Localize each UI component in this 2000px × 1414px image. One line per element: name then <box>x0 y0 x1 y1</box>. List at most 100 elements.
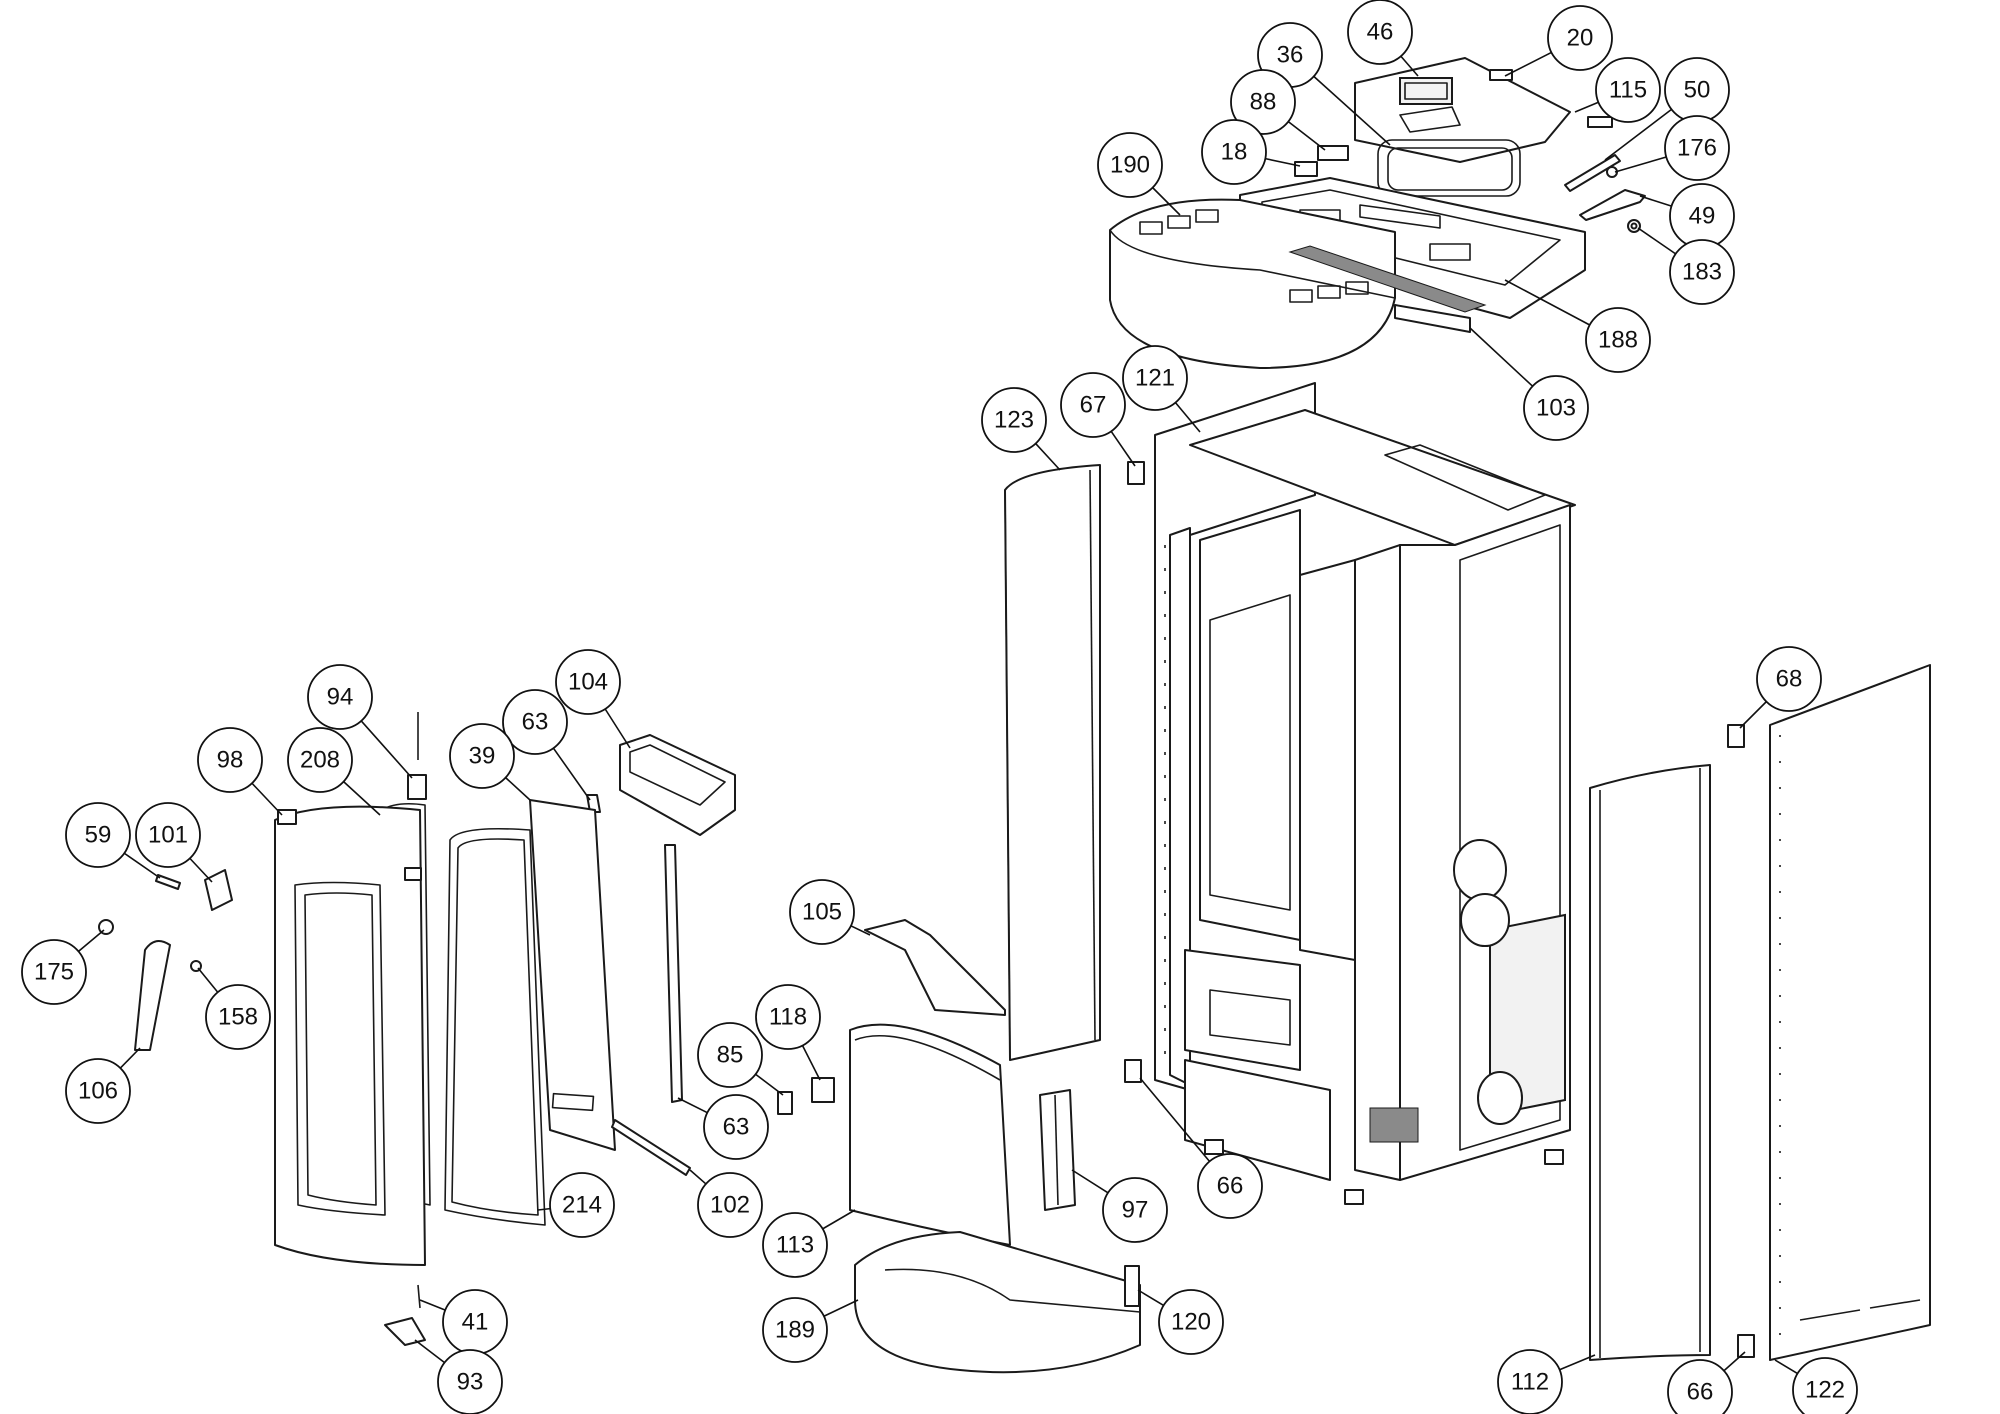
callout-balloon <box>1097 132 1163 198</box>
callout-balloon <box>449 723 515 789</box>
main-body-frame <box>1154 382 1576 1205</box>
leader-line-20 <box>1504 51 1552 77</box>
callout-balloon <box>502 689 568 755</box>
leader-line-63 <box>677 1097 708 1114</box>
callout-115: 115 <box>1595 57 1661 123</box>
clip-68 <box>1727 724 1745 748</box>
side-panel-112 <box>1589 764 1711 1361</box>
burner-assembly <box>1184 949 1301 1071</box>
callout-93: 93 <box>437 1349 503 1414</box>
callout-balloon <box>789 879 855 945</box>
foot <box>1544 1149 1564 1165</box>
leader-line-102 <box>689 1169 707 1185</box>
callout-number: 106 <box>78 1078 118 1105</box>
callout-20: 20 <box>1547 5 1613 71</box>
callout-number: 189 <box>775 1317 815 1344</box>
callout-63: 63 <box>502 689 568 755</box>
vent-grille <box>1369 1107 1419 1143</box>
leader-line-66 <box>1723 1351 1746 1372</box>
callout-number: 85 <box>717 1042 744 1069</box>
callout-balloon <box>762 1212 828 1278</box>
callout-balloon <box>697 1172 763 1238</box>
callout-41: 41 <box>442 1289 508 1355</box>
callout-number: 176 <box>1677 135 1717 162</box>
callout-number: 18 <box>1221 139 1248 166</box>
leader-line-188 <box>1504 279 1591 326</box>
lever-arm-50 <box>1564 154 1621 192</box>
leader-line-189 <box>823 1299 859 1317</box>
callout-balloon <box>1230 69 1296 135</box>
callout-number: 97 <box>1122 1197 1149 1224</box>
gasket-frame-214 <box>444 828 546 1226</box>
clip-66 <box>1124 1059 1142 1083</box>
display-module <box>1399 77 1453 105</box>
callout-number: 68 <box>1776 666 1803 693</box>
side-panel-123 <box>1004 464 1101 1061</box>
callout-balloon <box>697 1022 763 1088</box>
pin-41 <box>417 1284 421 1309</box>
callout-66: 66 <box>1197 1153 1263 1219</box>
top-gasket-ring <box>1377 139 1521 197</box>
callout-balloon <box>981 387 1047 453</box>
leader-line-101 <box>189 857 213 883</box>
callout-number: 122 <box>1805 1377 1845 1404</box>
callout-balloon <box>1201 119 1267 185</box>
leader-line-63 <box>552 747 591 801</box>
callout-balloon <box>1547 5 1613 71</box>
callout-balloon <box>65 802 131 868</box>
callout-balloon <box>755 984 821 1050</box>
callout-number: 94 <box>327 684 354 711</box>
seal-strip-63 <box>664 844 683 1103</box>
clip-120 <box>1124 1265 1140 1307</box>
fan-lower <box>1460 893 1510 947</box>
callout-balloon <box>1102 1177 1168 1243</box>
callout-183: 183 <box>1669 239 1735 305</box>
callout-number: 93 <box>457 1369 484 1396</box>
callout-balloon <box>1523 375 1589 441</box>
callout-122: 122 <box>1792 1357 1858 1414</box>
callout-number: 105 <box>802 899 842 926</box>
leader-line-36 <box>1313 75 1391 146</box>
callout-63: 63 <box>703 1094 769 1160</box>
callout-number: 66 <box>1687 1379 1714 1406</box>
callout-175: 175 <box>21 939 87 1005</box>
callout-88: 88 <box>1230 69 1296 135</box>
clip-118 <box>811 1077 835 1103</box>
rod-102 <box>611 1119 691 1176</box>
callout-49: 49 <box>1669 183 1735 249</box>
base-cover-189 <box>854 1231 1141 1374</box>
foot <box>1344 1189 1364 1205</box>
leader-line-103 <box>1469 327 1534 387</box>
hinge-bracket-20 <box>1489 69 1513 81</box>
callout-balloon <box>762 1297 828 1363</box>
leader-line-50 <box>1604 108 1673 161</box>
duct-104 <box>619 734 736 836</box>
bracket-105 <box>864 919 1006 1016</box>
callout-balloon <box>1497 1349 1563 1414</box>
clip-67 <box>1127 461 1145 485</box>
callout-120: 120 <box>1158 1289 1224 1355</box>
callout-number: 113 <box>776 1232 814 1259</box>
callout-balloon <box>21 939 87 1005</box>
callout-102: 102 <box>697 1172 763 1238</box>
callout-113: 113 <box>762 1212 828 1278</box>
callout-number: 188 <box>1598 327 1638 354</box>
callout-balloon <box>1585 307 1651 373</box>
callout-number: 98 <box>217 747 244 774</box>
callout-balloon <box>555 649 621 715</box>
callout-94: 94 <box>307 664 373 730</box>
side-panel-122 <box>1769 664 1931 1361</box>
callout-number: 104 <box>568 669 608 696</box>
leader-line-190 <box>1152 187 1181 216</box>
part-drawings <box>98 57 1931 1374</box>
callout-67: 67 <box>1060 372 1126 438</box>
pin-59 <box>155 874 181 890</box>
callout-18: 18 <box>1201 119 1267 185</box>
leader-line-59 <box>123 852 161 879</box>
callout-number: 115 <box>1609 77 1647 104</box>
leader-line-85 <box>755 1073 784 1096</box>
callout-105: 105 <box>789 879 855 945</box>
callout-balloon <box>307 664 373 730</box>
callout-46: 46 <box>1347 0 1413 65</box>
